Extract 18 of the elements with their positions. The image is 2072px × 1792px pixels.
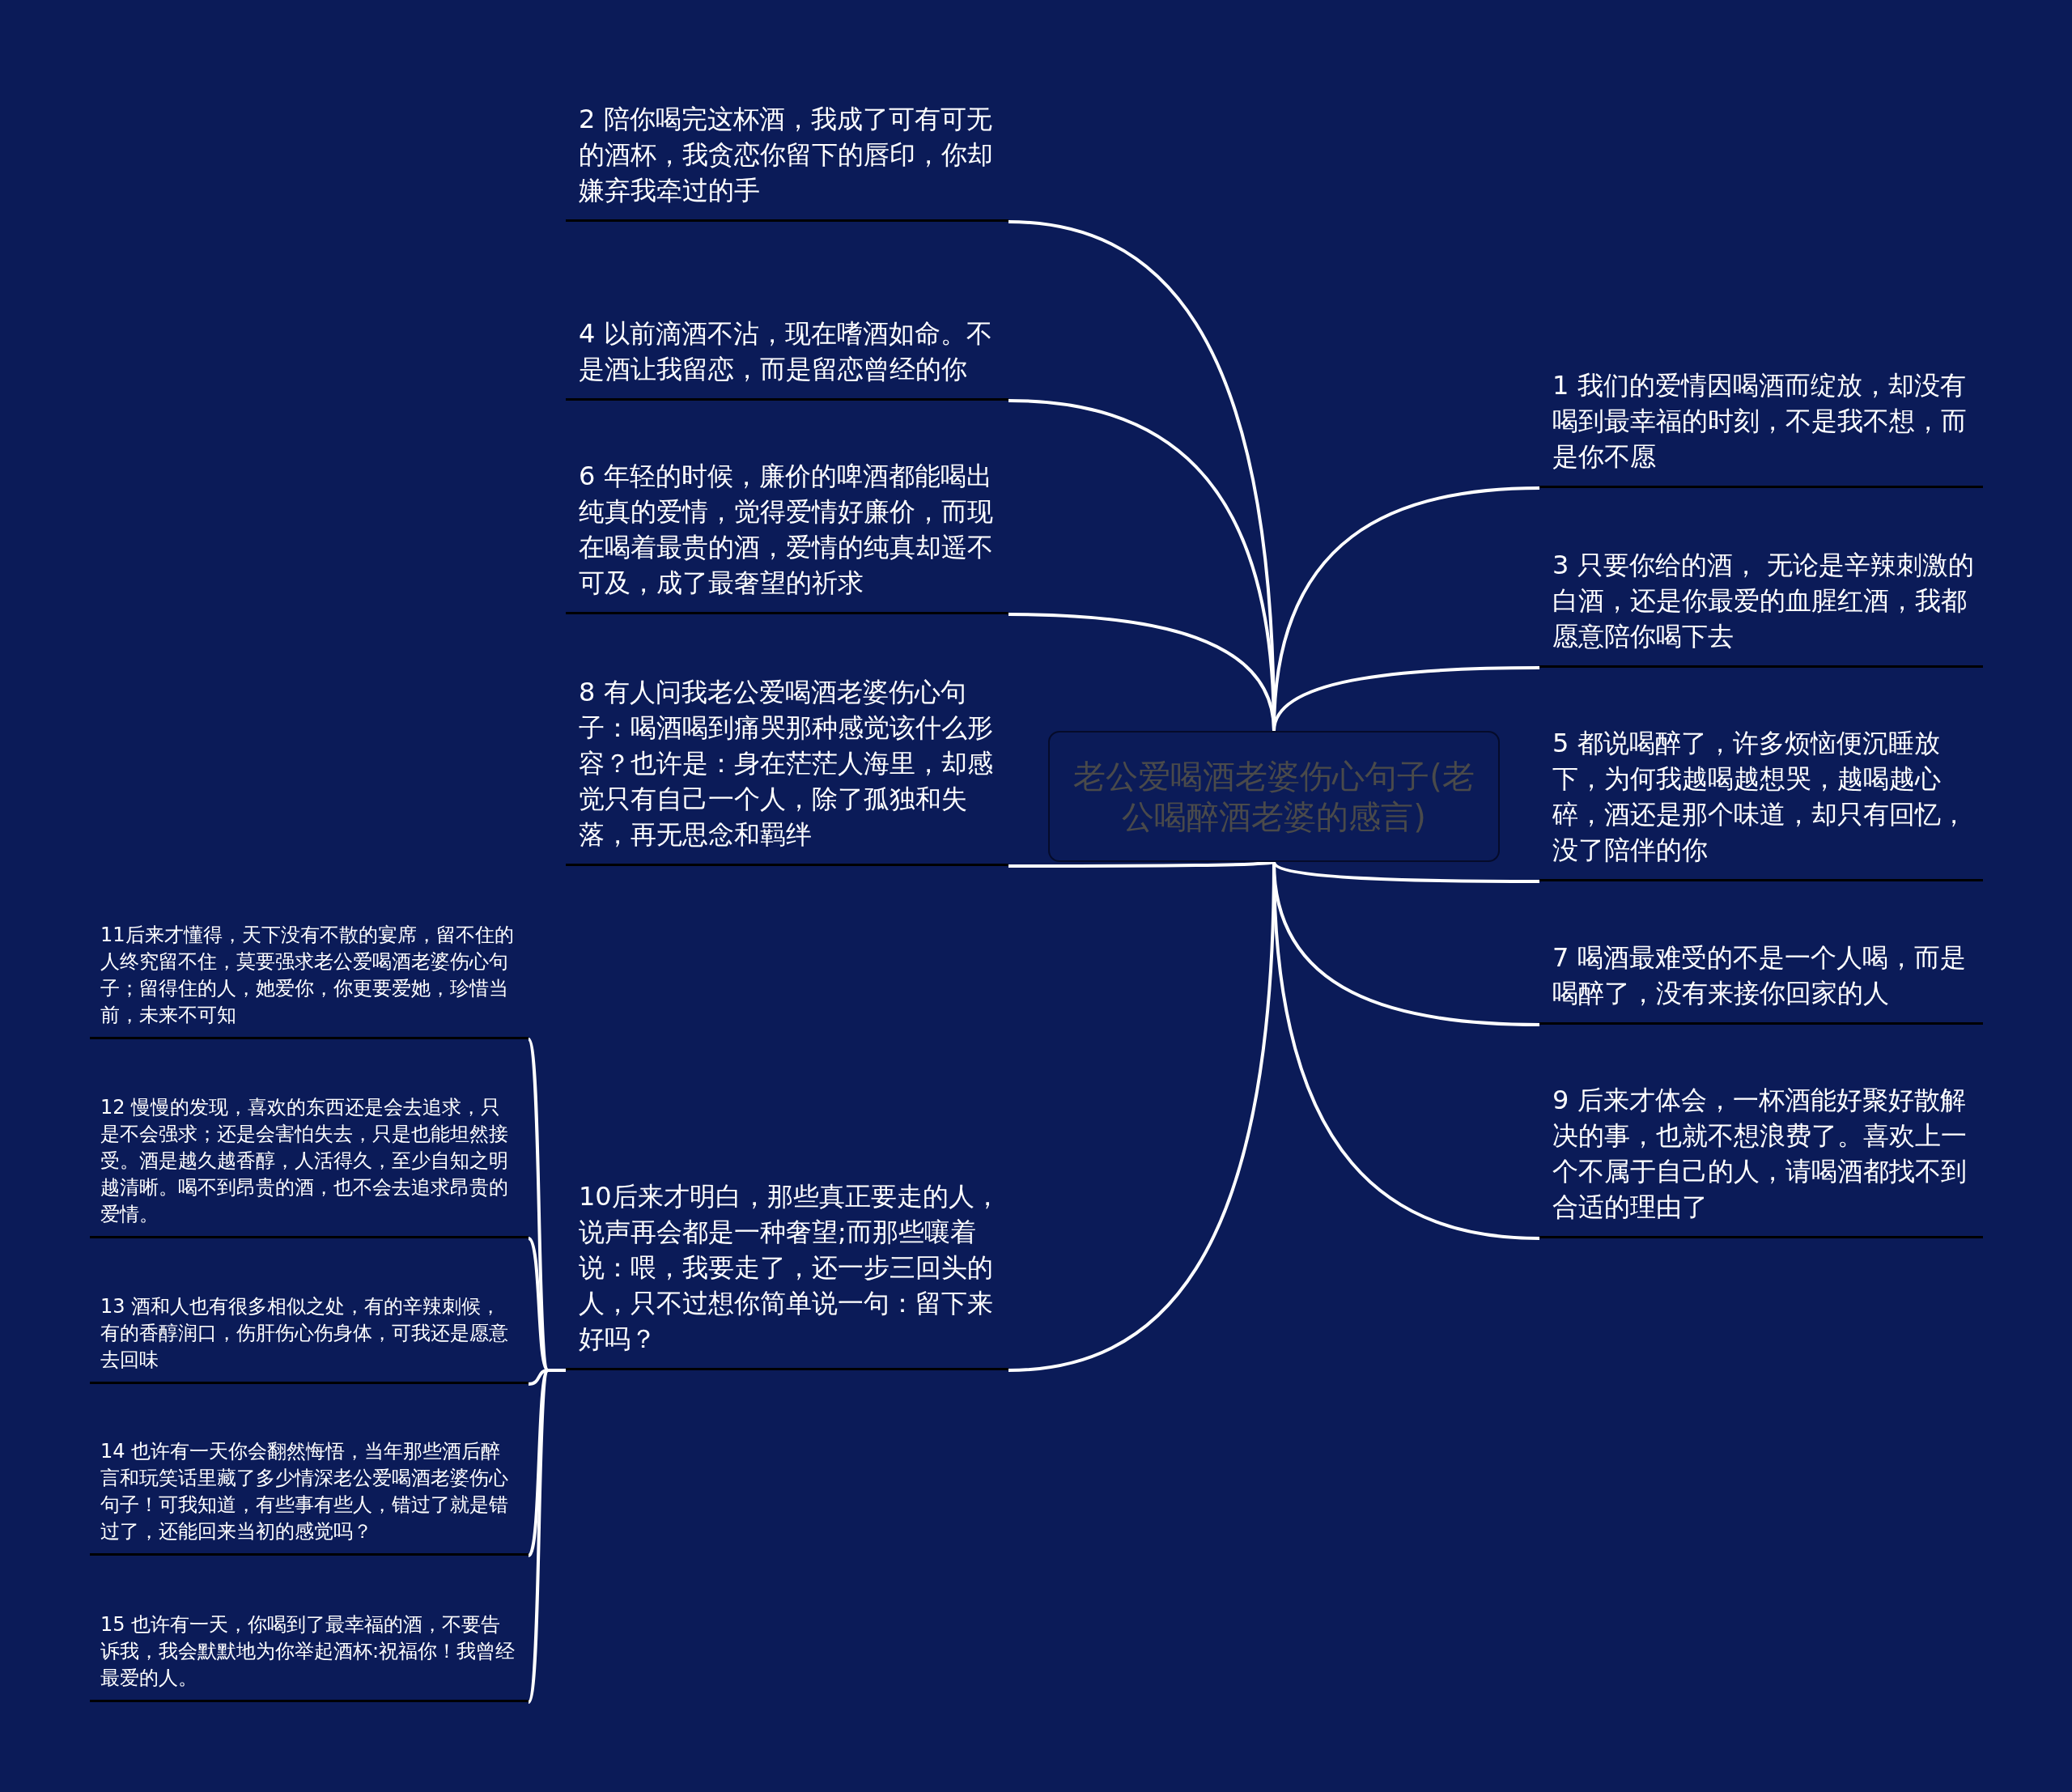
topic-text: 13 酒和人也有很多相似之处，有的辛辣刺候，有的香醇润口，伤肝伤心伤身体，可我还是愿意去回味 (90, 1293, 529, 1384)
topic-text: 6 年轻的时候，廉价的啤酒都能喝出纯真的爱情，觉得爱情好廉价，而现在喝着最贵的酒，爱情的纯真却遥不可及，成了最奢望的祈求 (566, 458, 1008, 614)
topic-text: 2 陪你喝完这杯酒，我成了可有可无的酒杯，我贪恋你留下的唇印，你却嫌弃我牵过的手 (566, 101, 1008, 222)
topic-text: 14 也许有一天你会翻然悔悟，当年那些酒后醉言和玩笑话里藏了多少情深老公爱喝酒老婆伤心句子！可我知道，有些事有些人，错过了就是错过了，还能回来当初的感觉吗？ (90, 1438, 529, 1556)
topic-text: 4 以前滴酒不沾，现在嗜酒如命。不是酒让我留恋，而是留恋曾经的你 (566, 316, 1008, 401)
topic-text: 9 后来才体会，一杯酒能好聚好散解决的事，也就不想浪费了。喜欢上一个不属于自己的人，请喝酒都找不到合适的理由了 (1539, 1082, 1983, 1238)
topic-text: 10后来才明白，那些真正要走的人，说声再会都是一种奢望;而那些嚷着说：喂，我要走了，还一步三回头的人，只不过想你简单说一句：留下来好吗？ (566, 1178, 1008, 1370)
central-topic-box: 老公爱喝酒老婆伤心句子(老公喝醉酒老婆的感言) (1048, 731, 1500, 862)
topic-text: 3 只要你给的酒， 无论是辛辣刺激的白酒，还是你最爱的血腥红酒，我都愿意陪你喝下去 (1539, 547, 1983, 668)
topic-text: 1 我们的爱情因喝酒而绽放，却没有喝到最幸福的时刻，不是我不想，而是你不愿 (1539, 367, 1983, 488)
topic-text: 15 也许有一天，你喝到了最幸福的酒，不要告诉我，我会默默地为你举起酒杯:祝福你！我曾经最爱的人。 (90, 1612, 529, 1702)
topic-text: 12 慢慢的发现，喜欢的东西还是会去追求，只是不会强求；还是会害怕失去，只是也能坦然接受。酒是越久越香醇，人活得久，至少自知之明越清晰。喝不到昂贵的酒，也不会去追求昂贵的爱情。 (90, 1094, 529, 1238)
topic-text: 5 都说喝醉了，许多烦恼便沉睡放下，为何我越喝越想哭，越喝越心碎，酒还是那个味道，却只有回忆，没了陪伴的你 (1539, 725, 1983, 881)
topic-text: 8 有人问我老公爱喝酒老婆伤心句子：喝酒喝到痛哭那种感觉该什么形容？也许是：身在茫茫人海里，却感觉只有自己一个人，除了孤独和失落，再无思念和羁绊 (566, 674, 1008, 866)
connector-line (527, 1369, 566, 1703)
connector-line (1008, 860, 1275, 868)
topic-text: 11后来才懂得，天下没有不散的宴席，留不住的人终究留不住，莫要强求老公爱喝酒老婆伤心句子；留得住的人，她爱你，你更要爱她，珍惜当前，未来不可知 (90, 922, 529, 1039)
topic-text: 7 喝酒最难受的不是一个人喝，而是喝醉了，没有来接你回家的人 (1539, 940, 1983, 1025)
